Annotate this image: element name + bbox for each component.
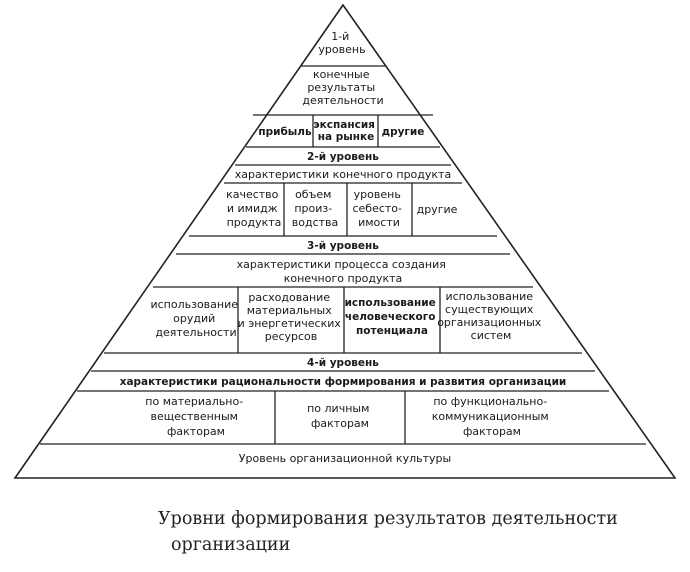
level1-cell-other: другие: [382, 126, 425, 138]
level3-title: 3-й уровень: [307, 240, 379, 252]
level2-cell-cost: уровень себесто- имости: [352, 188, 405, 229]
level1-cell-profit: прибыль: [258, 126, 312, 138]
level3-heading: характеристики процесса создания конечно…: [237, 258, 450, 285]
level4-cell-communication: по функционально- коммуникационным факто…: [432, 395, 552, 438]
level-dividers: [40, 65, 646, 445]
caption-line-2: организации: [171, 535, 291, 555]
level4-cell-personal: по личным факторам: [307, 402, 373, 430]
level2-title: 2-й уровень: [307, 151, 379, 163]
cell-dividers: [237, 115, 441, 444]
figure-caption: Уровни формирования результатов деятельн…: [158, 506, 658, 558]
level4-title: 4-й уровень: [307, 357, 379, 369]
level4-cell-material: по материально- вещественным факторам: [145, 395, 246, 438]
level3-cell-tools: использование орудий деятельности: [150, 298, 241, 339]
level2-cell-other: другие: [417, 203, 458, 216]
level1-heading: конечные результаты деятельности: [302, 68, 383, 107]
base-culture: Уровень организационной культуры: [239, 452, 451, 465]
level2-cell-volume: объем произ- водства: [292, 188, 339, 229]
level3-cell-human: использование человеческого потенциала: [345, 297, 440, 337]
level2-heading: характеристики конечного продукта: [235, 168, 451, 181]
pyramid-outline: [13, 3, 677, 479]
level3-cell-resources: расходование материальных и энергетическ…: [238, 291, 345, 343]
caption-line-1: Уровни формирования результатов деятельн…: [158, 509, 618, 529]
pyramid-diagram: 1-й уровень конечные результаты деятельн…: [13, 3, 677, 479]
level2-cell-quality: качество и имидж продукта: [226, 188, 282, 229]
level3-cell-systems: использование существующих организационн…: [437, 290, 545, 342]
level1-title: 1-й уровень: [318, 30, 365, 56]
level1-cell-expansion: экспансия на рынке: [313, 119, 378, 143]
level4-heading: характеристики рациональности формирован…: [120, 376, 567, 388]
